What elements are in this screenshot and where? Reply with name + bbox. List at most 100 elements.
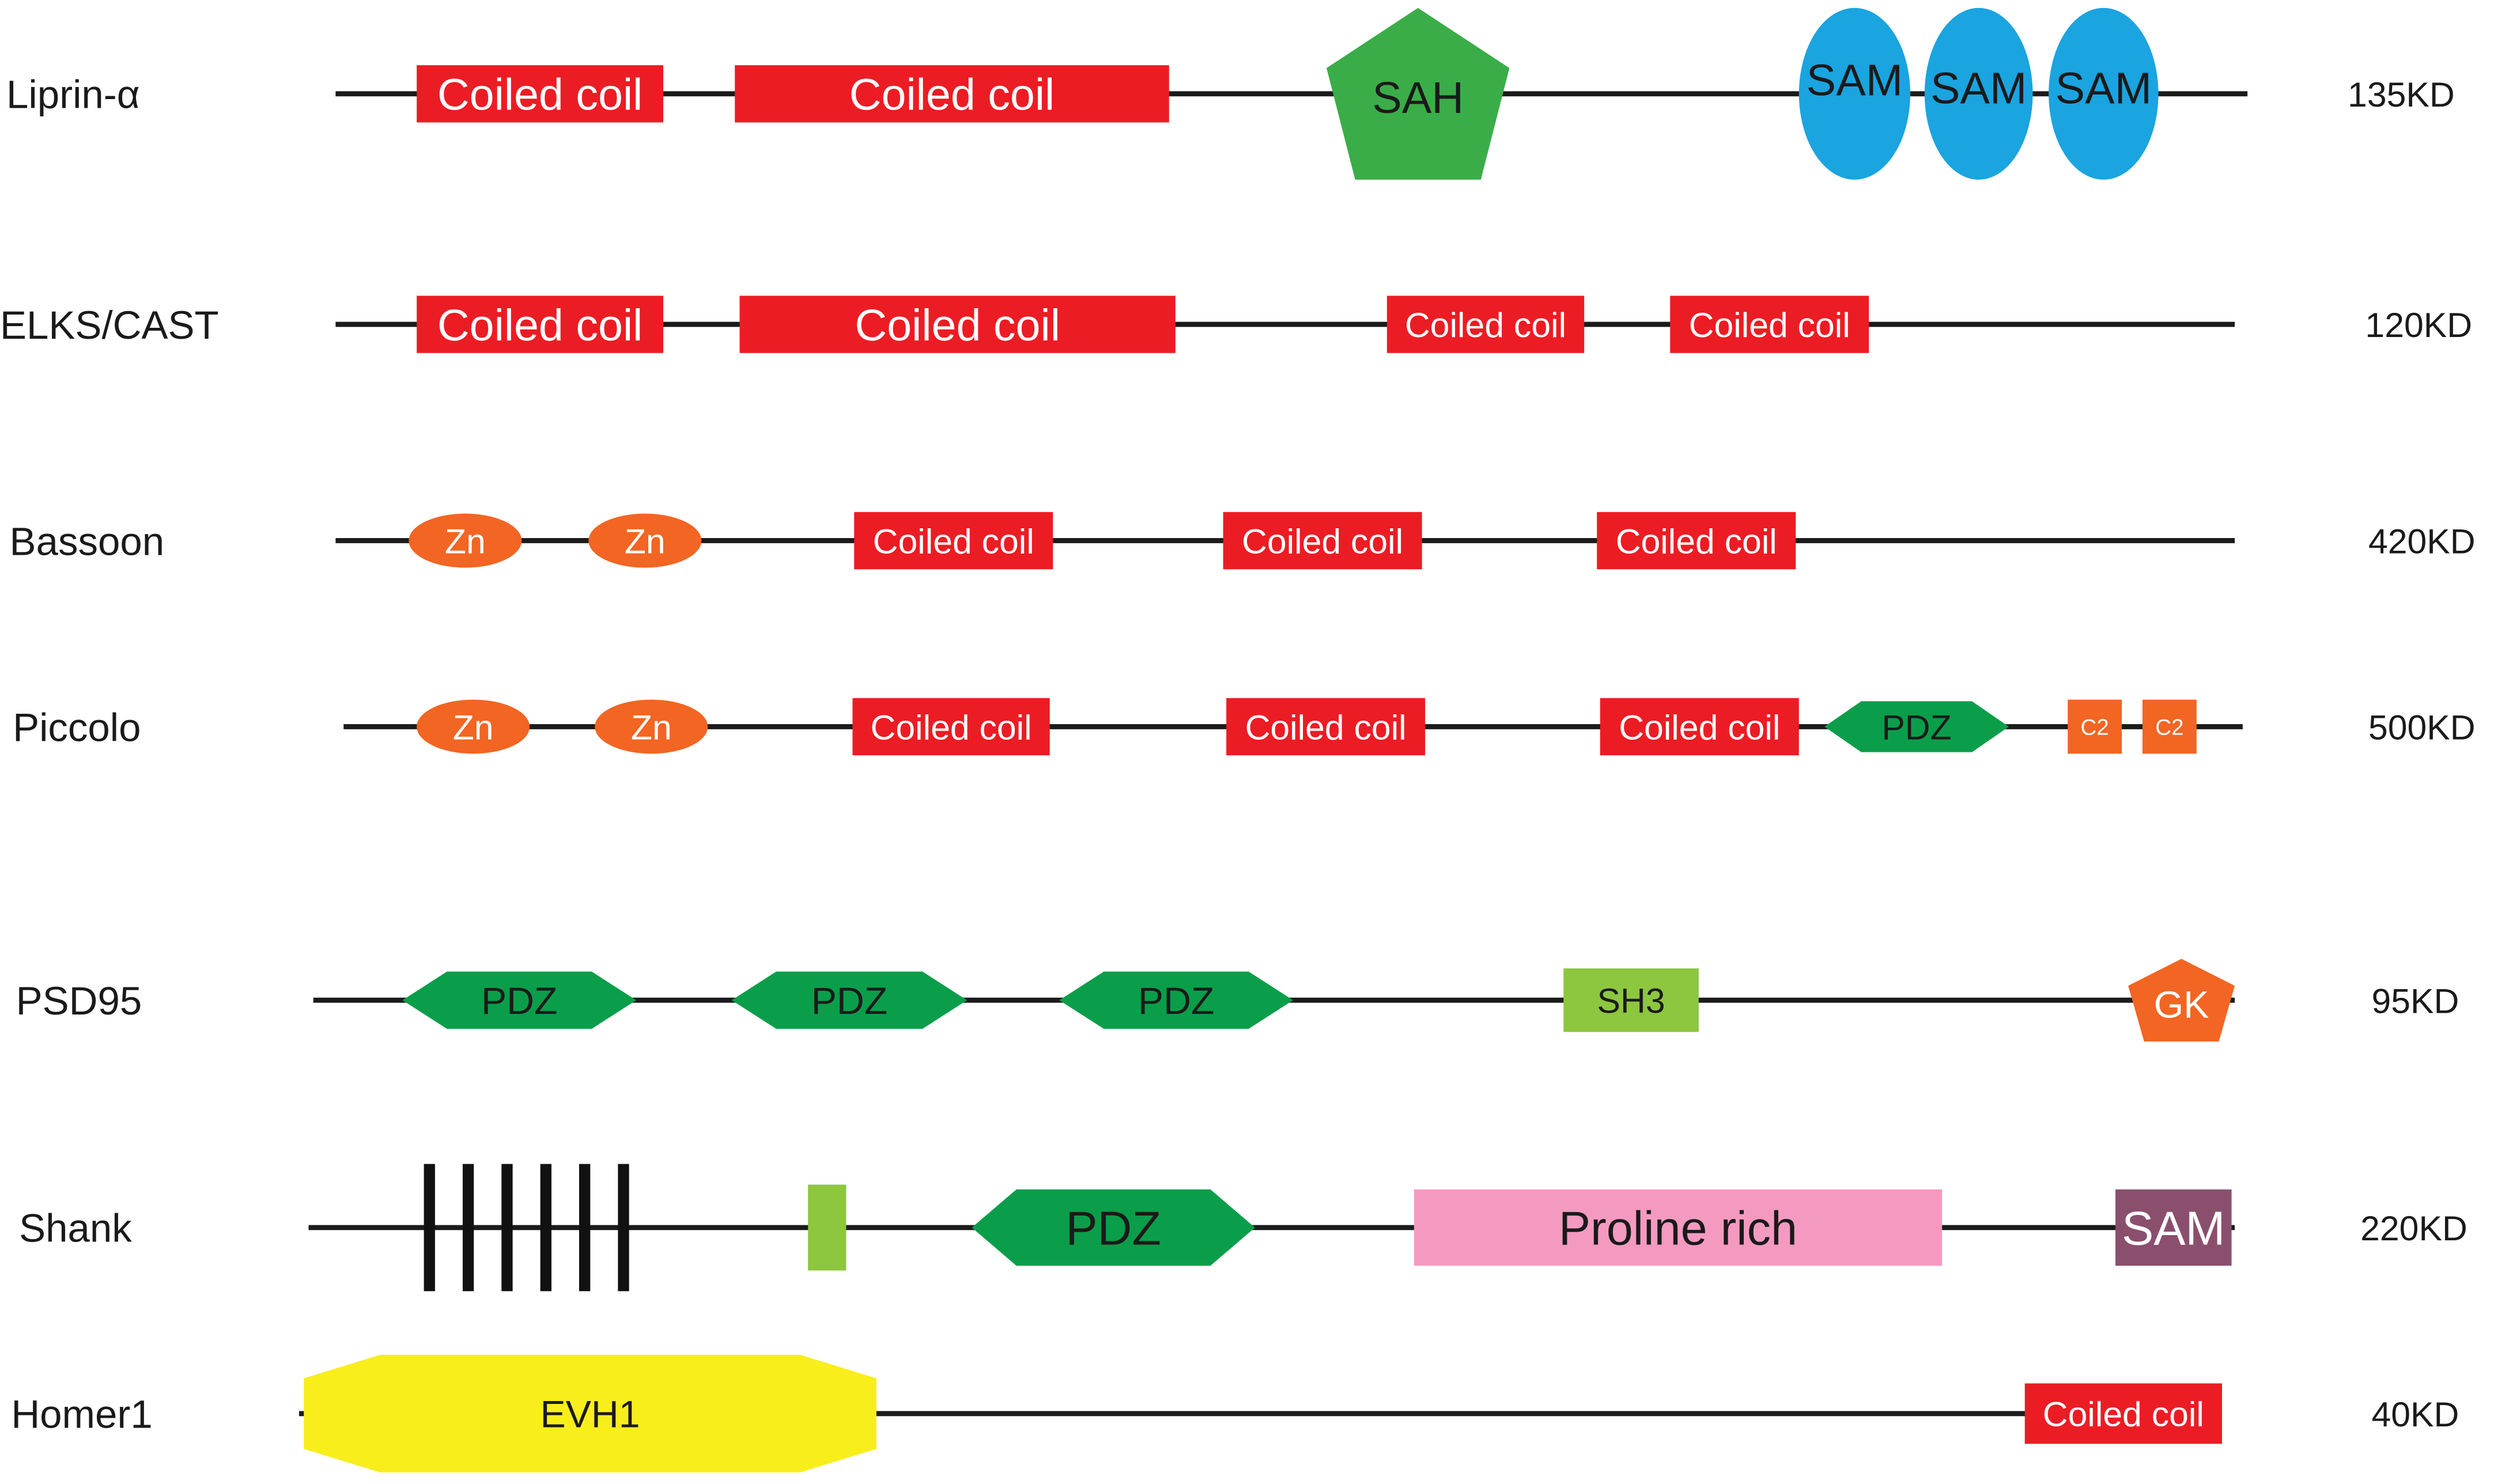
domain-coiled-coil: Coiled coil: [1386, 296, 1585, 353]
domain-label: Coiled coil: [1242, 521, 1403, 561]
coiled-coil-box: [417, 65, 664, 123]
repeat-bar: [618, 1164, 629, 1292]
coiled-coil-box: [852, 698, 1050, 756]
coiled-coil-box: [1600, 698, 1799, 756]
zinc-finger-oval: [595, 699, 708, 754]
domain-label: Coiled coil: [1689, 305, 1850, 344]
coiled-coil-box: [735, 65, 1169, 123]
domain-sam-oval: SAM: [1924, 7, 2033, 180]
domain-label: Zn: [631, 707, 672, 747]
domain-coiled-coil: Coiled coil: [852, 698, 1050, 756]
domain-sam-oval: SAM: [1798, 7, 1911, 180]
domain-zinc-finger: Zn: [595, 699, 708, 754]
domain-zinc-finger: Zn: [409, 513, 522, 568]
domain-label: Zn: [625, 521, 666, 561]
coiled-coil-box: [417, 296, 664, 353]
domain-proline-rich: Proline rich: [1414, 1189, 1943, 1266]
pdz-hexagon: [1824, 701, 2009, 752]
zinc-finger-oval: [417, 699, 530, 754]
domain-label: Coiled coil: [1405, 305, 1566, 344]
domain-label: SAM: [1807, 56, 1903, 105]
domain-coiled-coil: Coiled coil: [1670, 296, 1869, 353]
pdz-hexagon: [731, 971, 968, 1029]
protein-name: Bassoon: [10, 519, 165, 563]
domain-label: PDZ: [481, 980, 557, 1023]
domain-c2: C2: [2142, 699, 2197, 754]
domain-label: GK: [2154, 984, 2209, 1027]
domain-label: SAM: [2055, 63, 2152, 113]
domain-label: PDZ: [1138, 980, 1214, 1023]
coiled-coil-box: [739, 296, 1176, 353]
protein-size: 95KD: [2371, 981, 2459, 1020]
protein-name: Shank: [19, 1206, 132, 1251]
domain-pdz: PDZ: [1824, 701, 2009, 752]
domain-label: C2: [2155, 715, 2183, 740]
domain-evh1: EVH1: [304, 1354, 876, 1472]
protein-row-shank: Shank 220KD PDZ Proline rich SAM: [19, 1164, 2467, 1292]
coiled-coil-box: [854, 512, 1053, 570]
protein-name: Homer1: [11, 1392, 152, 1437]
repeat-bar: [462, 1164, 474, 1292]
domain-label: Coiled coil: [855, 301, 1060, 350]
coiled-coil-box: [1226, 698, 1426, 756]
domain-label: Coiled coil: [849, 70, 1055, 120]
domain-sam-oval: SAM: [2049, 7, 2159, 180]
sam-oval: [1798, 7, 1911, 180]
domain-label: Coiled coil: [871, 707, 1032, 747]
evh1-octagon: [304, 1354, 876, 1472]
domain-small-green: [808, 1184, 847, 1271]
small-green-box: [808, 1184, 847, 1271]
repeat-bar: [540, 1164, 551, 1292]
domain-c2: C2: [2068, 699, 2122, 754]
domain-repeats: [424, 1164, 629, 1292]
domain-coiled-coil: Coiled coil: [854, 512, 1053, 570]
domain-label: PDZ: [811, 980, 887, 1023]
sam-box: [2115, 1189, 2232, 1266]
domain-coiled-coil: Coiled coil: [417, 65, 664, 123]
zinc-finger-oval: [409, 513, 522, 568]
domain-label: C2: [2080, 715, 2108, 740]
domain-label: EVH1: [541, 1394, 640, 1436]
pdz-hexagon: [972, 1189, 1255, 1266]
domain-label: Coiled coil: [1619, 707, 1780, 747]
domain-coiled-coil: Coiled coil: [1226, 698, 1426, 756]
protein-name: ELKS/CAST: [0, 303, 219, 347]
c2-box: [2068, 699, 2122, 754]
domain-coiled-coil: Coiled coil: [1597, 512, 1796, 570]
domain-label: PDZ: [1065, 1202, 1161, 1255]
zinc-finger-oval: [588, 513, 702, 568]
domain-label: SAM: [2122, 1202, 2225, 1255]
domain-label: Coiled coil: [437, 70, 643, 120]
coiled-coil-box: [1223, 512, 1422, 570]
pdz-hexagon: [1059, 971, 1293, 1029]
domain-pdz: PDZ: [402, 971, 637, 1029]
protein-row-liprin-: Liprin-α 135KD Coiled coil Coiled coil SAH SA…: [6, 7, 2455, 180]
domain-label: PDZ: [1881, 707, 1951, 747]
repeat-bar: [424, 1164, 435, 1292]
coiled-coil-box: [1386, 296, 1585, 353]
domain-sah: SAH: [1327, 7, 1510, 180]
domain-sh3: SH3: [1563, 968, 1699, 1032]
sam-oval: [1924, 7, 2033, 180]
protein-name: Liprin-α: [6, 73, 140, 117]
domain-zinc-finger: Zn: [417, 699, 530, 754]
gk-pentagon: [2128, 959, 2235, 1042]
domain-coiled-coil: Coiled coil: [417, 296, 664, 353]
domain-coiled-coil: Coiled coil: [2024, 1383, 2223, 1444]
domain-label: Zn: [453, 707, 494, 747]
repeat-bar: [501, 1164, 513, 1292]
repeat-bar: [579, 1164, 591, 1292]
domain-coiled-coil: Coiled coil: [735, 65, 1169, 123]
protein-size: 220KD: [2360, 1209, 2467, 1248]
domain-coiled-coil: Coiled coil: [1223, 512, 1422, 570]
domain-pdz: PDZ: [1059, 971, 1293, 1029]
protein-name: Piccolo: [13, 705, 141, 749]
protein-size: 135KD: [2348, 75, 2455, 114]
domain-label: Zn: [445, 521, 486, 561]
domain-pdz: PDZ: [972, 1189, 1255, 1266]
c2-box: [2142, 699, 2197, 754]
